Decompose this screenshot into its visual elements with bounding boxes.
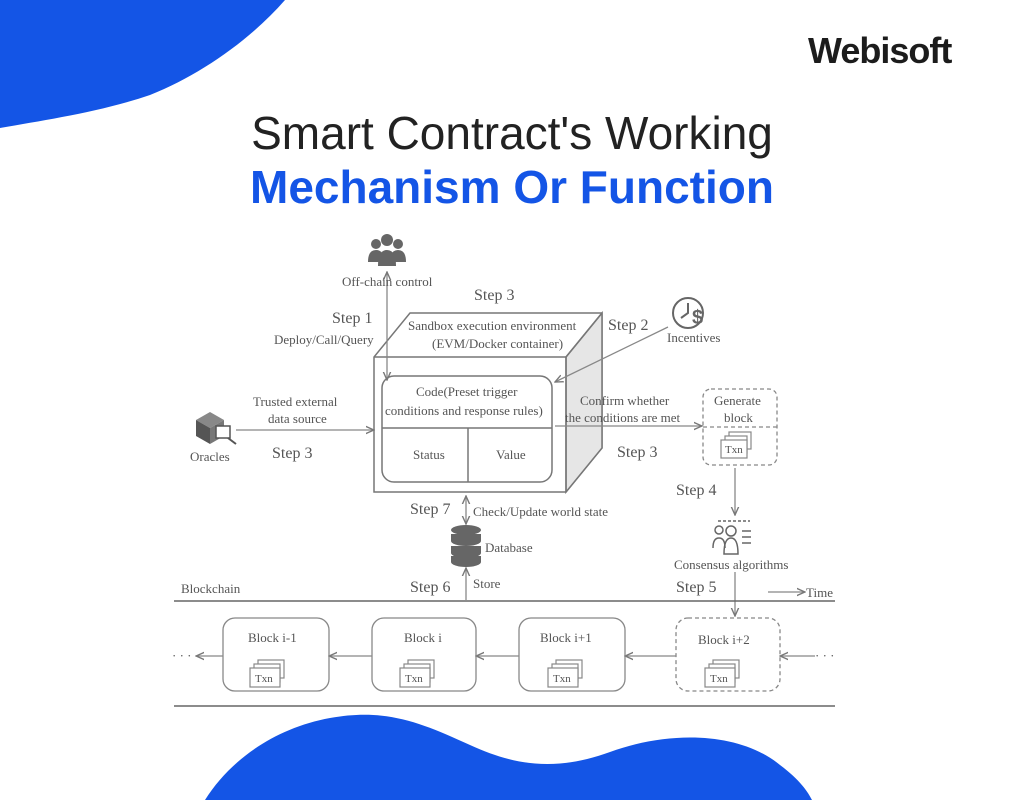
confirm-label-line2: the conditions are met bbox=[565, 410, 681, 425]
txn-label-3: Txn bbox=[553, 673, 571, 685]
txn-label-2: Txn bbox=[405, 673, 423, 685]
status-label: Status bbox=[413, 447, 445, 462]
block-box-2 bbox=[371, 617, 477, 692]
sandbox-cube bbox=[373, 310, 603, 495]
block-label-2: Block i bbox=[404, 630, 442, 645]
incentives-arrow bbox=[555, 326, 669, 382]
txn-stack-2 bbox=[399, 659, 435, 688]
block-box-1 bbox=[222, 617, 330, 692]
txn-stack-4 bbox=[704, 659, 740, 688]
trusted-label-line2: data source bbox=[268, 411, 327, 426]
txn-label-1: Txn bbox=[255, 673, 273, 685]
brand-logo: Webisoft bbox=[808, 30, 952, 71]
step3-right-label: Step 3 bbox=[617, 444, 657, 461]
sandbox-label-line2: (EVM/Docker container) bbox=[432, 336, 563, 351]
database-label: Database bbox=[485, 540, 533, 555]
bottom-blob bbox=[205, 714, 812, 800]
ellipsis-left: · · · bbox=[172, 648, 192, 663]
check-update-label: Check/Update world state bbox=[473, 504, 608, 519]
consensus-icon bbox=[712, 520, 751, 555]
step2-label: Step 2 bbox=[608, 317, 648, 334]
generate-block-box bbox=[702, 388, 778, 466]
blockchain-label: Blockchain bbox=[181, 581, 241, 596]
txn-stack-generate bbox=[720, 431, 752, 459]
block-box-4 bbox=[675, 617, 781, 692]
step3-left-label: Step 3 bbox=[272, 445, 312, 462]
step5-label: Step 5 bbox=[676, 579, 716, 596]
svg-text:$: $ bbox=[692, 307, 703, 329]
people-icon bbox=[368, 234, 406, 266]
step7-label: Step 7 bbox=[410, 501, 450, 518]
generate-label-line1: Generate bbox=[714, 393, 761, 408]
store-label: Store bbox=[473, 576, 501, 591]
value-label: Value bbox=[496, 447, 526, 462]
block-label-3: Block i+1 bbox=[540, 630, 592, 645]
deploy-label: Deploy/Call/Query bbox=[274, 332, 374, 347]
step6-label: Step 6 bbox=[410, 579, 450, 596]
incentives-label: Incentives bbox=[667, 330, 720, 345]
step1-label: Step 1 bbox=[332, 310, 372, 327]
page-title-line1: Smart Contract's Working bbox=[251, 107, 773, 159]
consensus-label: Consensus algorithms bbox=[674, 557, 788, 572]
top-left-blob bbox=[0, 0, 285, 128]
time-label: Time bbox=[806, 585, 833, 600]
txn-stack-3 bbox=[547, 659, 583, 688]
sandbox-label-line1: Sandbox execution environment bbox=[408, 318, 577, 333]
block-label-1: Block i-1 bbox=[248, 630, 297, 645]
offchain-label: Off-chain control bbox=[342, 274, 433, 289]
step3-top-label: Step 3 bbox=[474, 287, 514, 304]
oracle-cube-icon bbox=[196, 412, 237, 445]
txn-stack-1 bbox=[249, 659, 285, 688]
database-icon bbox=[451, 525, 481, 567]
trusted-label-line1: Trusted external bbox=[253, 394, 338, 409]
ellipsis-right: · · · bbox=[815, 648, 835, 663]
block-label-4: Block i+2 bbox=[698, 632, 750, 647]
txn-label-4: Txn bbox=[710, 673, 728, 685]
txn-label-generate: Txn bbox=[725, 444, 743, 456]
code-label-line2: conditions and response rules) bbox=[385, 403, 543, 418]
generate-label-line2: block bbox=[724, 410, 753, 425]
step4-label: Step 4 bbox=[676, 482, 716, 499]
page-title-line2: Mechanism Or Function bbox=[250, 161, 774, 213]
code-box bbox=[381, 375, 553, 483]
oracles-label: Oracles bbox=[190, 449, 230, 464]
block-box-3 bbox=[518, 617, 626, 692]
code-label-line1: Code(Preset trigger bbox=[416, 384, 518, 399]
clock-dollar-icon: $ bbox=[672, 297, 704, 329]
confirm-label-line1: Confirm whether bbox=[580, 393, 670, 408]
